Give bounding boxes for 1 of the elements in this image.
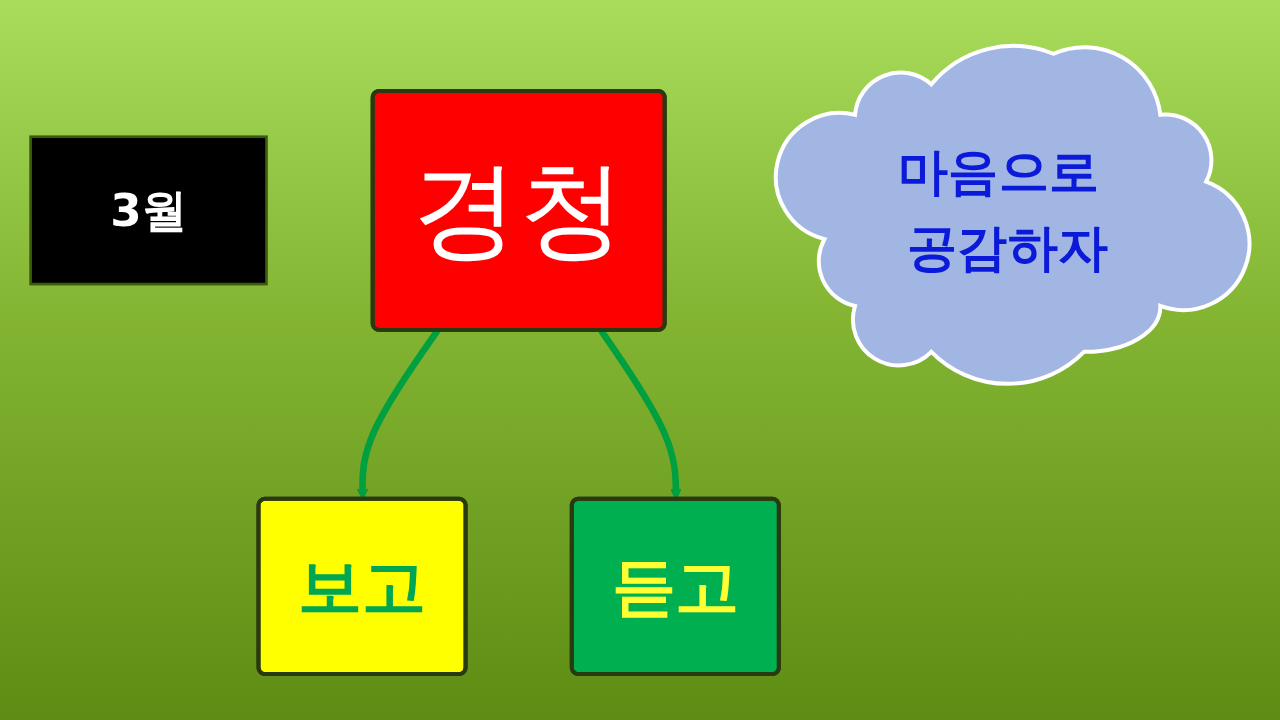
node-box: 3월 (29, 135, 268, 286)
